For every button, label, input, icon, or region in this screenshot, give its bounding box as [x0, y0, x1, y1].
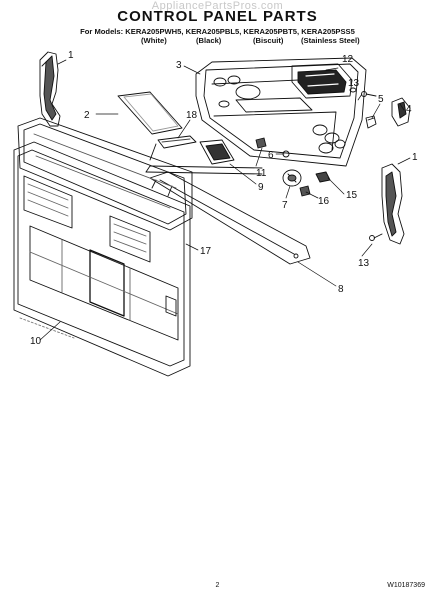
callout-1-right: 1 [412, 152, 418, 163]
callout-18: 18 [186, 110, 198, 121]
models-line: For Models: KERA205PWH5, KERA205PBL5, KE… [80, 27, 355, 36]
part-switch-module [199, 139, 235, 165]
callout-11: 11 [256, 168, 267, 179]
part-rear-panel [13, 141, 191, 377]
part-screw-bottom [369, 233, 383, 241]
part-switch-15-16 [299, 171, 331, 197]
callout-5: 5 [378, 94, 384, 105]
watermark: AppliancePartsPros.com [151, 0, 284, 12]
part-bezel [149, 135, 197, 161]
part-knob [282, 150, 302, 187]
callout-17: 17 [200, 246, 212, 257]
callout-2: 2 [84, 110, 90, 121]
variant-white: (White) [141, 36, 167, 45]
diagram-title: CONTROL PANEL PARTS [117, 8, 318, 25]
part-control-panel [195, 57, 367, 167]
variant-stainless: (Stainless Steel) [301, 36, 360, 45]
part-bracket [391, 97, 411, 127]
variant-black: (Black) [196, 36, 222, 45]
callout-9: 9 [258, 182, 264, 193]
part-left-end-cap [39, 51, 61, 127]
callout-7: 7 [282, 200, 288, 211]
variant-biscuit: (Biscuit) [253, 36, 284, 45]
callout-numbers: 1 2 3 4 5 6 7 8 9 10 11 12 13 15 16 17 1… [30, 50, 418, 347]
callout-12: 12 [342, 54, 354, 65]
callout-3: 3 [176, 60, 182, 71]
callout-13-bottom: 13 [358, 258, 370, 269]
document-number: W10187369 [387, 582, 425, 589]
callout-6: 6 [268, 150, 274, 161]
callout-8: 8 [338, 284, 344, 295]
part-clip [365, 115, 377, 129]
callout-10: 10 [30, 336, 42, 347]
callout-1-left: 1 [68, 50, 74, 61]
part-insulation-panel [17, 117, 193, 231]
callout-15: 15 [346, 190, 358, 201]
part-display-overlay [291, 63, 357, 99]
part-window-glass [117, 91, 183, 135]
part-lower-rail [149, 171, 311, 265]
callout-13-top: 13 [348, 78, 360, 89]
callout-4: 4 [406, 104, 412, 115]
part-right-end-cap [381, 163, 405, 245]
page-number: 2 [215, 582, 220, 589]
callout-16: 16 [318, 196, 330, 207]
color-variants: (White) (Black) (Biscuit) (Stainless Ste… [0, 36, 435, 48]
leader-lines [39, 59, 411, 341]
part-small-switch [255, 137, 267, 149]
part-screw-top [361, 91, 377, 97]
